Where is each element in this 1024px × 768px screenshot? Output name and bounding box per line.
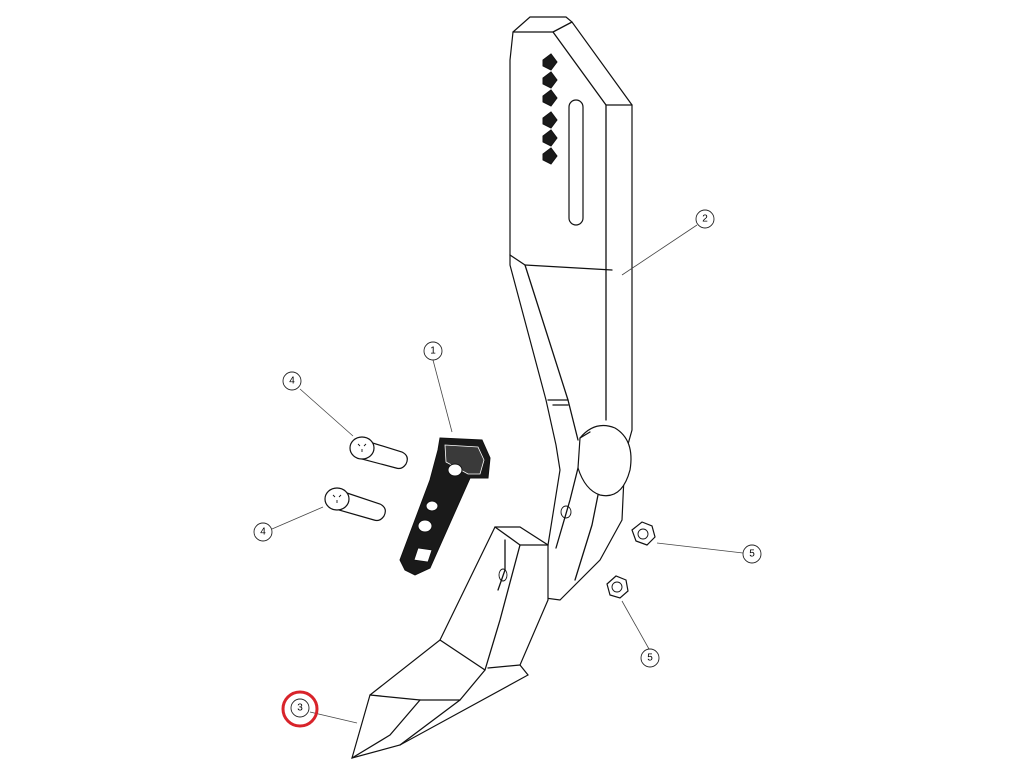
callout-2[interactable]: 2	[695, 209, 715, 229]
callout-4-upper[interactable]: 4	[282, 371, 302, 391]
callout-3[interactable]: 3	[281, 690, 319, 728]
nut-lower[interactable]	[606, 575, 629, 599]
nut-upper[interactable]	[631, 521, 656, 546]
callout-5-lower[interactable]: 5	[640, 648, 660, 668]
callout-1[interactable]: 1	[423, 341, 443, 361]
callout-4-lower-label: 4	[260, 527, 266, 538]
adjustment-holes	[542, 53, 558, 165]
callout-5-upper[interactable]: 5	[742, 544, 762, 564]
bolt-lower[interactable]	[324, 487, 386, 522]
point-part[interactable]	[351, 526, 549, 759]
leader-lines	[271, 224, 744, 724]
callout-5-upper-label: 5	[749, 549, 755, 560]
callout-2-label: 2	[702, 214, 708, 225]
guard-part[interactable]	[399, 437, 491, 576]
callout-5-lower-label: 5	[647, 653, 653, 664]
callout-1-label: 1	[430, 346, 436, 357]
callout-3-highlight-ring	[281, 690, 319, 728]
shank-part[interactable]	[509, 16, 633, 601]
shank-slot	[568, 99, 584, 226]
callout-3-label: 3	[297, 703, 303, 714]
bolt-upper[interactable]	[349, 436, 408, 470]
callout-4-upper-label: 4	[289, 376, 295, 387]
callout-4-lower[interactable]: 4	[253, 522, 273, 542]
